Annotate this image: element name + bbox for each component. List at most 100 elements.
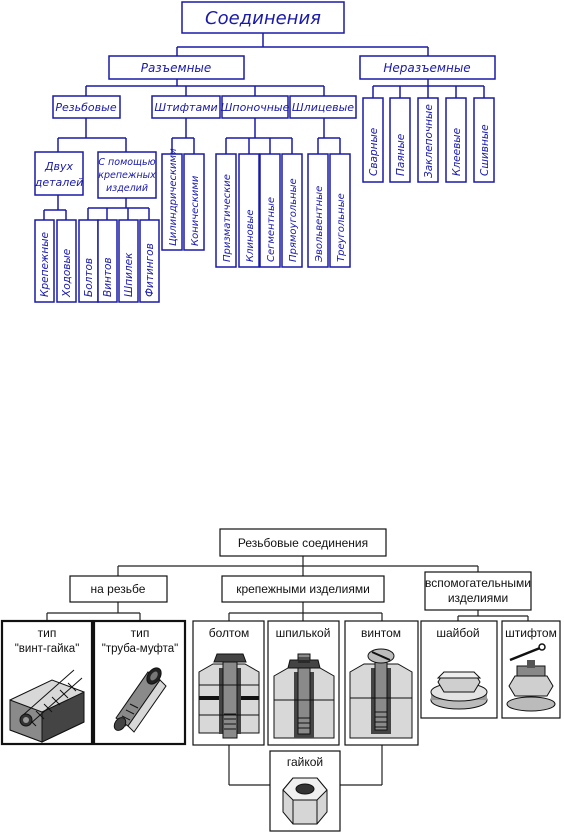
screw-nut-illustration [9, 669, 85, 743]
screw-illustration [349, 648, 413, 739]
stud-illustration [273, 653, 335, 739]
node-shlitsevye-label: Шлицевые [292, 101, 354, 114]
node-nerazemnye: Неразъемные [359, 55, 496, 80]
leaf-prizmaticheskie-label: Призматические [222, 174, 233, 262]
card-tip-truba-mufta: тип "труба-муфта" [92, 619, 187, 746]
leaf-shpilek: Шпилек [118, 219, 139, 303]
bottom-connectors [46, 556, 529, 786]
card-tip-vint-gayka-line1: тип [38, 626, 57, 640]
leaf-tsilindricheskimi-label: Цилиндрическими [168, 148, 179, 246]
leaf-shpilek-label: Шпилек [123, 252, 135, 297]
node-dvukh-detaley-line2: деталей [34, 176, 83, 189]
leaf-payanye: Паяные [389, 97, 411, 183]
leaf-khodovye: Ходовые [56, 219, 77, 303]
connections-classification-tree: Соединения Разъемные Неразъемные Резьбов… [34, 1, 496, 303]
node-shlitsevye: Шлицевые [289, 95, 357, 119]
bottom-root-label: Резьбовые соединения [238, 536, 368, 550]
node-razemnye: Разъемные [108, 55, 245, 80]
node-na-rezbe: на резьбе [69, 575, 168, 603]
card-shtiftom: штифтом [501, 620, 561, 719]
leaf-shivnye: Сшивные [473, 97, 495, 183]
card-vintom-label: винтом [361, 626, 401, 640]
tree-connectors [43, 33, 485, 220]
card-shtiftom-label: штифтом [505, 626, 557, 640]
card-boltom-label: болтом [209, 626, 250, 640]
leaf-klinovye: Клиновые [238, 153, 260, 268]
leaf-kleevye: Клеевые [445, 97, 467, 183]
node-na-rezbe-label: на резьбе [91, 582, 146, 596]
nut-illustration [282, 777, 328, 825]
leaf-fitingov-label: Фитингов [144, 243, 156, 297]
node-s-pomoshchyu-line2: крепежных [98, 170, 156, 181]
bolt-illustration [198, 653, 260, 739]
node-rezbovye: Резьбовые [52, 95, 121, 119]
leaf-boltov: Болтов [78, 219, 99, 303]
card-boltom: болтом [192, 620, 265, 746]
root-label: Соединения [205, 8, 321, 29]
leaf-payanye-label: Паяные [395, 134, 407, 176]
node-shponochnye: Шпоночные [221, 95, 290, 119]
card-gaykoy-label: гайкой [287, 755, 323, 769]
node-nerazemnye-label: Неразъемные [383, 61, 470, 75]
node-shponochnye-label: Шпоночные [221, 101, 290, 114]
leaf-konicheskimi: Коническими [183, 153, 205, 251]
leaf-pryamougolnye-label: Прямоугольные [288, 178, 299, 262]
card-vintom: винтом [344, 620, 419, 746]
card-gaykoy: гайкой [269, 750, 341, 832]
node-vspomogatelnymi-line2: изделиями [448, 591, 508, 605]
node-dvukh-detaley: Двух деталей [34, 151, 84, 196]
node-vspomogatelnymi: вспомогательными изделиями [424, 571, 532, 611]
washer-illustration [430, 671, 488, 710]
card-shpilkoy-label: шпилькой [276, 626, 331, 640]
node-shtiftami-label: Штифтами [154, 101, 217, 114]
bottom-root-node: Резьбовые соединения [219, 528, 387, 557]
leaf-khodovye-label: Ходовые [61, 249, 73, 298]
leaf-segmentnye: Сегментные [259, 153, 281, 268]
node-dvukh-detaley-line1: Двух [44, 160, 74, 173]
node-vspomogatelnymi-line1: вспомогательными [425, 576, 531, 590]
leaf-krepezhnye: Крепежные [34, 219, 55, 303]
node-krepezhnymi: крепежными изделиями [221, 575, 385, 603]
card-shpilkoy: шпилькой [267, 620, 340, 746]
card-tip-vint-gayka-line2: "винт-гайка" [15, 643, 80, 655]
leaf-prizmaticheskie: Призматические [215, 153, 237, 268]
threaded-connections-tree: Резьбовые соединения на резьбе крепежным… [0, 528, 561, 832]
leaf-fitingov: Фитингов [139, 219, 160, 303]
leaf-evolventnye: Эвольвентные [307, 153, 329, 268]
node-krepezhnymi-label: крепежными изделиями [236, 582, 370, 596]
leaf-svarnye: Сварные [362, 97, 384, 183]
leaf-treugolnye: Треугольные [329, 153, 351, 268]
thread-coil [19, 669, 83, 727]
leaf-svarnye-label: Сварные [368, 128, 380, 176]
card-shayboy: шайбой [420, 620, 498, 719]
leaf-klinovye-label: Клиновые [245, 209, 256, 262]
card-shayboy-label: шайбой [436, 626, 479, 640]
root-node: Соединения [181, 1, 345, 34]
node-s-pomoshchyu-line1: С помощью [98, 157, 155, 168]
card-tip-vint-gayka: тип "винт-гайка" [0, 619, 94, 746]
leaf-konicheskimi-label: Коническими [190, 175, 201, 246]
leaf-shivnye-label: Сшивные [479, 124, 491, 176]
leaf-kleevye-label: Клеевые [451, 128, 463, 176]
leaf-pryamougolnye: Прямоугольные [281, 153, 303, 268]
leaf-evolventnye-label: Эвольвентные [314, 186, 325, 263]
leaf-tsilindricheskimi: Цилиндрическими [161, 148, 183, 251]
card-tip-truba-mufta-line2: "труба-муфта" [102, 643, 179, 655]
pin-illustration [506, 643, 556, 712]
leaf-zaklepochnye: Заклепочные [417, 97, 439, 183]
node-s-pomoshchyu: С помощью крепежных изделий [97, 151, 157, 199]
leaf-boltov-label: Болтов [83, 258, 95, 297]
node-razemnye-label: Разъемные [141, 61, 212, 75]
node-s-pomoshchyu-line3: изделий [106, 183, 148, 194]
node-shtiftami: Штифтами [151, 95, 221, 119]
leaf-krepezhnye-label: Крепежные [39, 232, 51, 297]
leaf-zaklepochnye-label: Заклепочные [423, 104, 435, 178]
leaf-vintov: Винтов [97, 219, 118, 303]
node-rezbovye-label: Резьбовые [55, 101, 116, 114]
card-tip-truba-mufta-line1: тип [131, 626, 150, 640]
leaf-segmentnye-label: Сегментные [266, 197, 277, 262]
pipe-coupling-illustration [113, 667, 167, 733]
leaf-treugolnye-label: Треугольные [336, 193, 347, 262]
leaf-vintov-label: Винтов [102, 257, 114, 297]
